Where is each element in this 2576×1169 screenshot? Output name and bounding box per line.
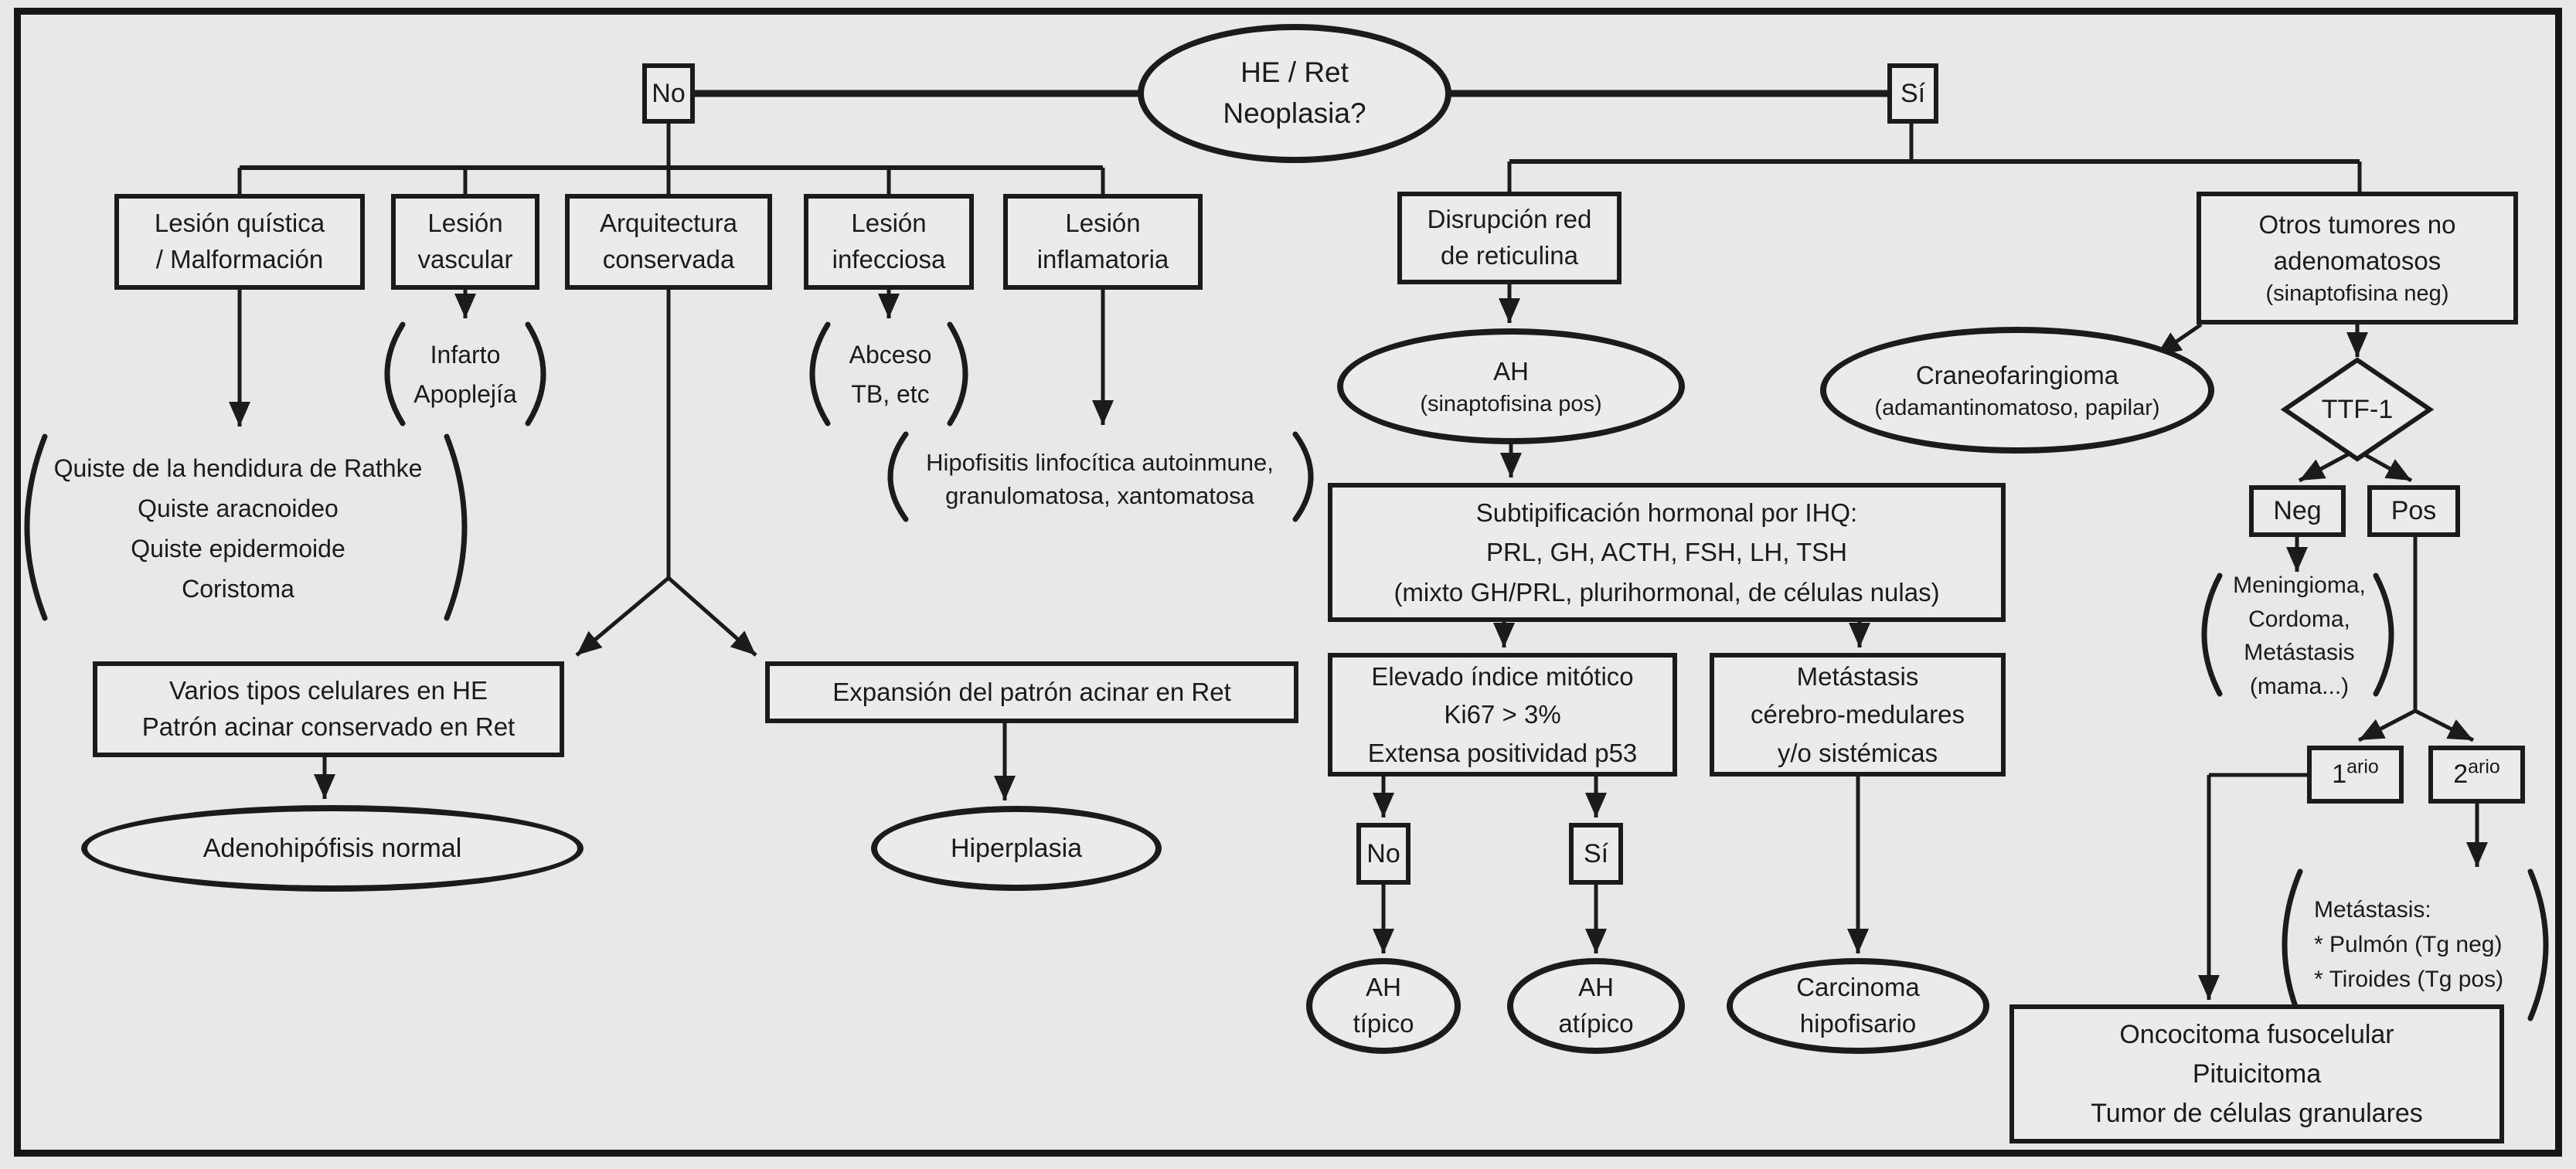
node-si2: Sí — [1569, 823, 1623, 885]
node-lesion-infecciosa: Lesión infecciosa — [804, 194, 974, 290]
node-ah-sinaptofisina: AH (sinaptofisina pos) — [1337, 328, 1685, 444]
node-subtipificacion-ihq: Subtipificación hormonal por IHQ: PRL, G… — [1328, 483, 2006, 622]
ah-sub: (sinaptofisina pos) — [1420, 391, 1602, 416]
node-arquitectura-conservada: Arquitectura conservada — [565, 194, 772, 290]
node-lesion-vascular: Lesión vascular — [391, 194, 539, 290]
ttf1-label: TTF-1 — [2321, 394, 2394, 424]
node-secundario: 2ario — [2428, 746, 2525, 804]
list-meningioma: Meningioma, Cordoma, Metástasis (mama...… — [2233, 573, 2366, 699]
otros-tumores-sub: (sinaptofisina neg) — [2265, 281, 2449, 307]
node-adenohipofisis-normal: Adenohipófisis normal — [81, 805, 584, 892]
ah-label: AH — [1493, 356, 1529, 386]
tree-connectors — [237, 90, 2418, 777]
node-no: No — [642, 63, 695, 124]
node-disrupcion-reticulina: Disrupción red de reticulina — [1397, 192, 1621, 284]
arrow-connectors — [229, 284, 2488, 1000]
node-oncocitoma: Oncocitoma fusocelular Pituicitoma Tumor… — [2009, 1004, 2504, 1144]
node-primario: 1ario — [2307, 746, 2404, 804]
node-root-question: HE / Ret Neoplasia? — [1138, 24, 1451, 163]
otros-tumores-label: Otros tumores no adenomatosos — [2258, 210, 2456, 276]
craneofaringioma-sub: (adamantinomatoso, papilar) — [1874, 395, 2160, 420]
node-si: Sí — [1887, 63, 1938, 124]
bracket-glyphs — [24, 321, 2549, 1021]
node-neg: Neg — [2249, 485, 2346, 537]
node-expansion-patron: Expansión del patrón acinar en Ret — [765, 661, 1298, 723]
list-infarto-apoplejia: Infarto Apoplejía — [413, 340, 517, 408]
list-abceso-tb: Abceso TB, etc — [849, 340, 932, 408]
node-no2: No — [1356, 823, 1411, 885]
node-varios-tipos: Varios tipos celulares en HE Patrón acin… — [93, 661, 564, 757]
secundario-label: 2ario — [2453, 756, 2500, 790]
node-lesion-quistica: Lesión quística / Malformación — [114, 194, 365, 290]
list-metastasis-tg: Metástasis: * Pulmón (Tg neg) * Tiroides… — [2314, 897, 2504, 992]
node-ah-atipico: AH atípico — [1507, 958, 1685, 1054]
node-otros-tumores: Otros tumores no adenomatosos (sinaptofi… — [2197, 192, 2518, 325]
primario-label: 1ario — [2332, 756, 2379, 790]
list-hipofisitis: Hipofisitis linfocítica autoinmune, gran… — [926, 449, 1274, 509]
craneofaringioma-label: Craneofaringioma — [1915, 360, 2119, 389]
node-metastasis-cerebro: Metástasis cérebro-medulares y/o sistémi… — [1710, 653, 2006, 777]
node-lesion-inflamatoria: Lesión inflamatoria — [1003, 194, 1203, 290]
node-carcinoma-hipofisario: Carcinoma hipofisario — [1727, 958, 1989, 1054]
node-elevado-indice: Elevado índice mitótico Ki67 > 3% Extens… — [1328, 653, 1677, 777]
ttf1-diamond — [2280, 357, 2435, 462]
node-ah-tipico: AH típico — [1306, 958, 1461, 1054]
node-hiperplasia: Hiperplasia — [871, 806, 1162, 891]
node-craneofaringioma: Craneofaringioma (adamantinomatoso, papi… — [1820, 327, 2214, 454]
list-quistes: Quiste de la hendidura de Rathke Quiste … — [53, 454, 423, 603]
node-pos: Pos — [2367, 485, 2460, 537]
